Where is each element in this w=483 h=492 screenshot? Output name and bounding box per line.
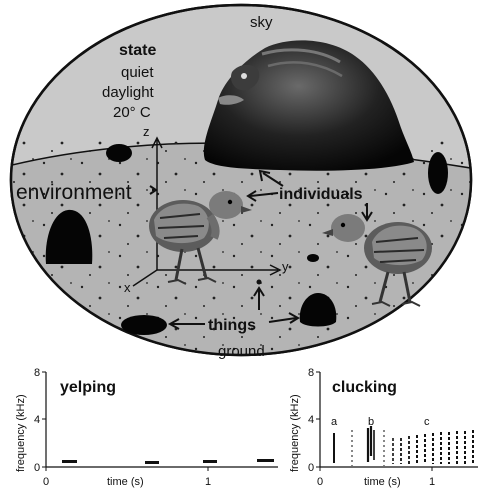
clucking-panel: 8 4 0 0 1 time (s) frequency (kHz) cluck… xyxy=(289,367,478,488)
individuals-label: individuals xyxy=(279,186,363,203)
thing-right xyxy=(299,293,337,327)
ground-label: ground xyxy=(218,343,265,360)
clucking-ytick-0: 0 xyxy=(308,462,314,474)
thing-left xyxy=(121,315,167,335)
things-arrows xyxy=(167,286,300,330)
yelping-title: yelping xyxy=(60,379,116,396)
state-line-temperature: 20° C xyxy=(113,104,151,121)
clucking-xlabel: time (s) xyxy=(364,476,401,488)
clucking-ytick-4: 4 xyxy=(308,414,314,426)
yelping-syllables xyxy=(62,459,274,464)
state-block: state quiet daylight 20° C xyxy=(102,42,156,121)
yelp-syllable-3 xyxy=(203,460,217,463)
state-heading: state xyxy=(119,42,156,59)
yelp-syllable-1 xyxy=(62,460,77,463)
chick-right-image xyxy=(322,214,432,307)
scene-objects xyxy=(45,144,448,335)
yelping-panel: 8 4 0 0 1 time (s) frequency (kHz) yelpi… xyxy=(15,367,278,488)
clucking-notes xyxy=(333,426,474,466)
things-label: things xyxy=(208,317,256,334)
object-blob-2 xyxy=(428,152,448,194)
yelping-ytick-0: 0 xyxy=(34,462,40,474)
object-pebble xyxy=(307,254,319,262)
yelping-ylabel: frequency (kHz) xyxy=(15,394,27,472)
yelp-syllable-4 xyxy=(257,459,274,462)
environment-arrow xyxy=(149,185,158,195)
object-blob-1 xyxy=(106,144,132,162)
yelping-ytick-8: 8 xyxy=(34,367,40,379)
sky-label: sky xyxy=(250,14,273,31)
yelping-xtick-1: 1 xyxy=(205,476,211,488)
x-axis-label: x xyxy=(124,280,131,295)
clucking-ylabel: frequency (kHz) xyxy=(289,394,301,472)
state-line-daylight: daylight xyxy=(102,84,155,101)
yelping-xlabel: time (s) xyxy=(107,476,144,488)
object-mound xyxy=(45,209,93,264)
y-axis-arrowhead xyxy=(269,264,282,276)
individuals-arrows xyxy=(246,169,373,222)
yelping-xtick-0: 0 xyxy=(43,476,49,488)
z-axis-arrowhead xyxy=(151,136,163,149)
y-axis-label: y xyxy=(282,259,289,274)
z-axis-label: z xyxy=(143,124,150,139)
environment-label: environment xyxy=(16,181,132,204)
cluck-segment-label-a: a xyxy=(331,416,338,428)
clucking-ytick-8: 8 xyxy=(308,367,314,379)
x-axis xyxy=(132,269,158,287)
predator-bird-image xyxy=(203,40,414,171)
clucking-xtick-0: 0 xyxy=(317,476,323,488)
cluck-segment-label-b: b xyxy=(368,416,374,428)
cluck-segment-label-c: c xyxy=(424,416,430,428)
state-line-quiet: quiet xyxy=(121,64,154,81)
clucking-xtick-1: 1 xyxy=(429,476,435,488)
yelping-ytick-4: 4 xyxy=(34,414,40,426)
chick-left-image xyxy=(149,191,252,285)
thing-marker xyxy=(256,279,262,285)
yelp-syllable-2 xyxy=(145,461,159,464)
clucking-title: clucking xyxy=(332,379,397,396)
